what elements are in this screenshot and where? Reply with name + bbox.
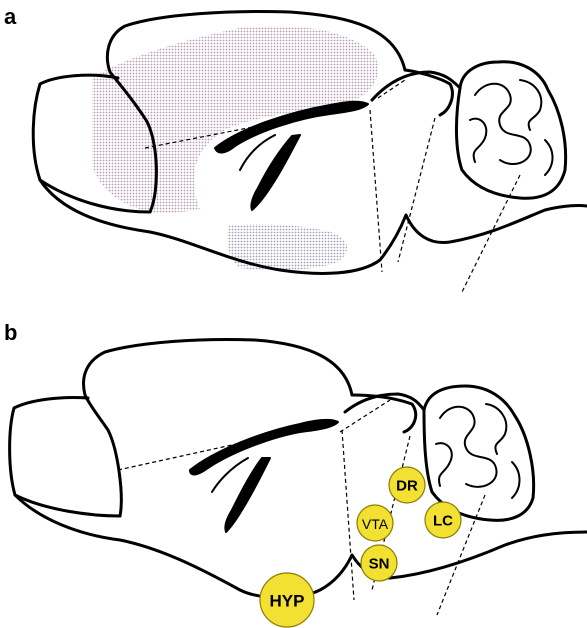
region-vta-label: VTA <box>362 516 389 532</box>
region-vta: VTA <box>357 505 393 541</box>
panel-a: a <box>4 4 587 292</box>
region-dr-label: DR <box>396 478 418 495</box>
panel-b-dashed-line-2 <box>342 430 354 600</box>
region-sn: SN <box>361 545 397 581</box>
panel-b-cerebellum <box>424 386 534 520</box>
region-lc: LC <box>425 502 461 538</box>
region-hyp-label: HYP <box>270 592 305 611</box>
panel-a-cerebellum <box>456 62 565 199</box>
panel-b-label: b <box>4 320 17 345</box>
panel-b-dashed-line-5 <box>340 400 390 432</box>
region-lc-label: LC <box>433 513 453 530</box>
panel-b: b DR VT <box>4 320 587 627</box>
panel-a-midbrain-outline <box>372 72 460 100</box>
region-dr: DR <box>389 467 425 503</box>
region-hyp: HYP <box>260 573 314 627</box>
panel-b-olfactory-bulb <box>10 397 120 516</box>
panel-a-label: a <box>4 4 17 29</box>
panel-a-shaded-forebrain <box>92 26 378 213</box>
panel-a-dashed-line-2 <box>370 110 382 272</box>
region-sn-label: SN <box>369 556 390 573</box>
